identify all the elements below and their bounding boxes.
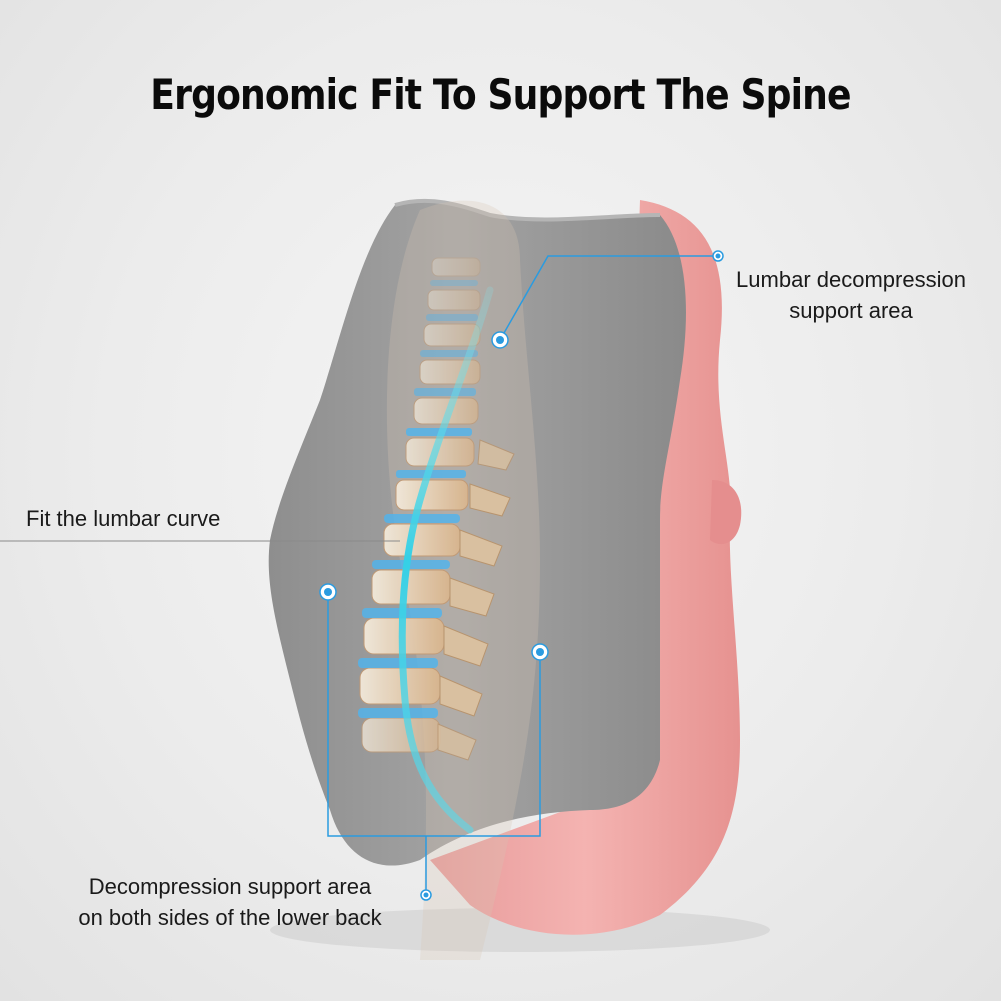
callout-lower-back-sides-line1: Decompression support area <box>88 874 372 899</box>
spine-vertebrae <box>358 257 515 761</box>
callout-lumbar-decompression: Lumbar decompression support area <box>706 264 996 326</box>
callout-lower-back-sides-line2: on both sides of the lower back <box>78 905 382 930</box>
callout-lumbar-decompression-line1: Lumbar decompression <box>736 267 966 292</box>
callout-lumbar-decompression-marker <box>491 250 724 349</box>
callout-lumbar-decompression-line2: support area <box>789 298 913 323</box>
headline: Ergonomic Fit To Support The Spine <box>150 70 851 119</box>
callout-fit-lumbar-curve: Fit the lumbar curve <box>26 506 221 531</box>
callout-lower-back-sides: Decompression support area on both sides… <box>40 871 420 933</box>
strap <box>710 480 742 545</box>
spinal-curve <box>398 286 494 834</box>
cushion-top-edge <box>394 198 661 222</box>
callout-lower-back-marker <box>319 583 549 901</box>
